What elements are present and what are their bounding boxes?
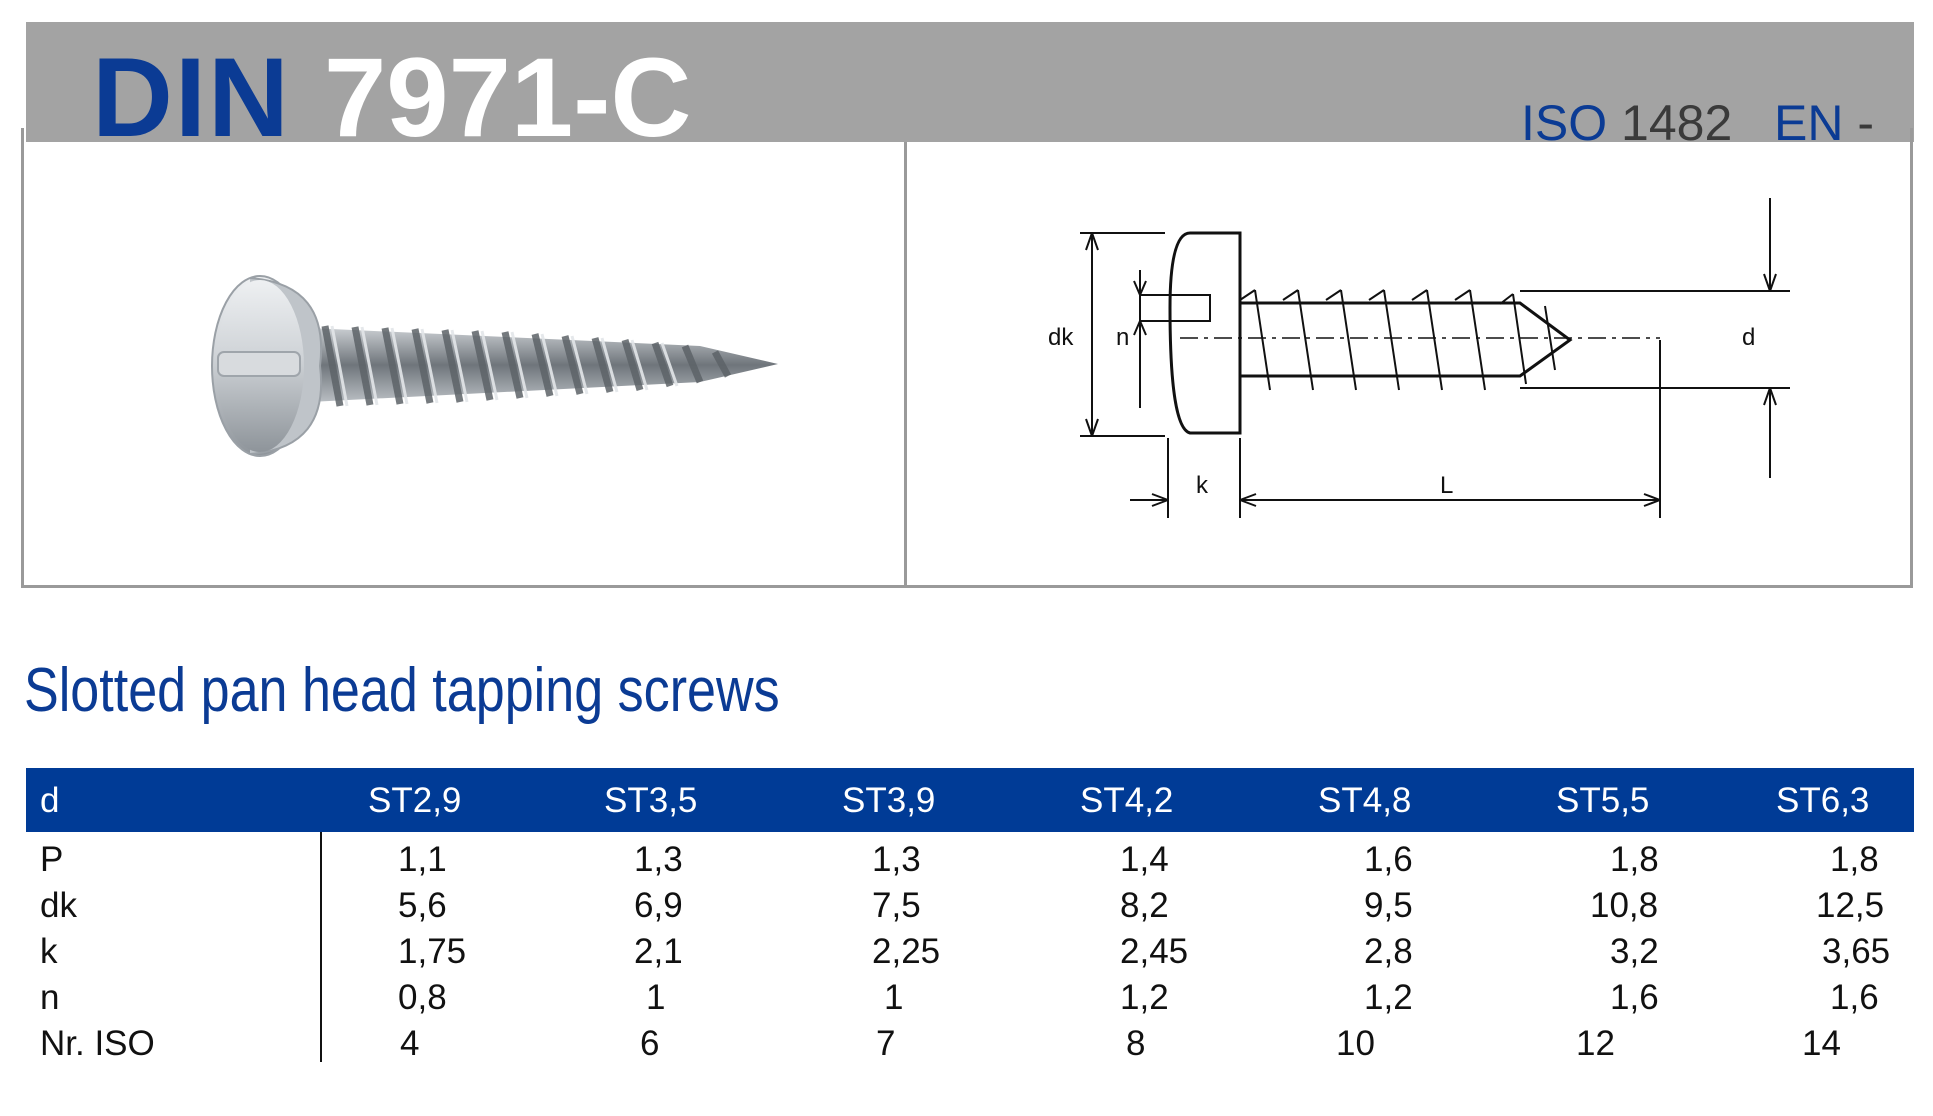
label-n: n xyxy=(1116,324,1129,351)
table-cell: 12,5 xyxy=(1816,886,1885,925)
product-title: Slotted pan head tapping screws xyxy=(24,656,780,725)
column-header: ST5,5 xyxy=(1556,781,1650,820)
table-cell: 10,8 xyxy=(1590,886,1659,925)
table-cell: 1,6 xyxy=(1830,978,1879,1017)
table-cell: 1 xyxy=(646,978,666,1017)
table-cell: 1,75 xyxy=(398,932,467,971)
standard-number: 7971-C xyxy=(324,35,692,160)
table-cell: 1,1 xyxy=(398,840,447,879)
table-cell: 4 xyxy=(400,1024,420,1063)
row-label: Nr. ISO xyxy=(40,1024,155,1063)
label-L: L xyxy=(1440,472,1453,499)
table-cell: 1,6 xyxy=(1364,840,1413,879)
table-header: d ST2,9 ST3,5 ST3,9 ST4,2 ST4,8 ST5,5 ST… xyxy=(26,768,1914,832)
table-cell: 5,6 xyxy=(398,886,447,925)
table-cell: 3,65 xyxy=(1822,932,1891,971)
table-cell: 2,8 xyxy=(1364,932,1413,971)
table-cell: 3,2 xyxy=(1610,932,1659,971)
image-frame xyxy=(21,142,1913,588)
table-cell: 7,5 xyxy=(872,886,921,925)
en-label: EN xyxy=(1773,95,1844,151)
technical-drawing: dk n d k L xyxy=(1048,198,1790,518)
row-label: dk xyxy=(40,886,77,925)
row-label: k xyxy=(40,932,58,971)
table-cell: 0,8 xyxy=(398,978,447,1017)
table-cell: 10 xyxy=(1336,1024,1375,1063)
table-cell: 1,4 xyxy=(1120,840,1169,879)
table-cell: 14 xyxy=(1802,1024,1841,1063)
iso-label: ISO xyxy=(1521,95,1608,151)
table-cell: 1,3 xyxy=(872,840,921,879)
en-value: - xyxy=(1857,95,1874,151)
table-cell: 2,45 xyxy=(1120,932,1189,971)
table-cell: 6 xyxy=(640,1024,660,1063)
frame-tick-left xyxy=(21,128,24,144)
table-cell: 1,8 xyxy=(1830,840,1879,879)
column-header: ST2,9 xyxy=(368,781,462,820)
table-cell: 1,8 xyxy=(1610,840,1659,879)
table-cell: 2,1 xyxy=(634,932,683,971)
iso-value: 1482 xyxy=(1621,95,1733,151)
column-header: ST3,9 xyxy=(842,781,936,820)
table-cell: 7 xyxy=(876,1024,896,1063)
row-label: n xyxy=(40,978,60,1017)
standard-prefix: DIN xyxy=(92,35,291,160)
frame-tick-right xyxy=(1910,128,1913,144)
column-header: ST4,2 xyxy=(1080,781,1174,820)
table-cell: 8,2 xyxy=(1120,886,1169,925)
table-cell: 9,5 xyxy=(1364,886,1413,925)
column-header: ST3,5 xyxy=(604,781,698,820)
table-cell: 1,2 xyxy=(1120,978,1169,1017)
title-bar: DIN 7971-C ISO 1482 EN - xyxy=(26,22,1914,154)
table-cell: 2,25 xyxy=(872,932,941,971)
table-cell: 8 xyxy=(1126,1024,1146,1063)
row-label: P xyxy=(40,840,64,879)
label-dk: dk xyxy=(1048,324,1074,351)
row-label-separator xyxy=(320,832,322,1062)
label-d: d xyxy=(1742,324,1755,351)
table-cell: 12 xyxy=(1576,1024,1615,1063)
table-cell: 6,9 xyxy=(634,886,683,925)
column-header: ST6,3 xyxy=(1776,781,1870,820)
screw-photo xyxy=(211,275,778,457)
frame-divider xyxy=(904,142,907,588)
table-cell: 1,3 xyxy=(634,840,683,879)
column-header: ST4,8 xyxy=(1318,781,1412,820)
table-cell: 1,2 xyxy=(1364,978,1413,1017)
header-label: d xyxy=(40,781,60,820)
table-cell: 1 xyxy=(884,978,904,1017)
table-cell: 1,6 xyxy=(1610,978,1659,1017)
label-k: k xyxy=(1196,472,1209,499)
related-standards: ISO 1482 EN - xyxy=(1521,98,1874,148)
